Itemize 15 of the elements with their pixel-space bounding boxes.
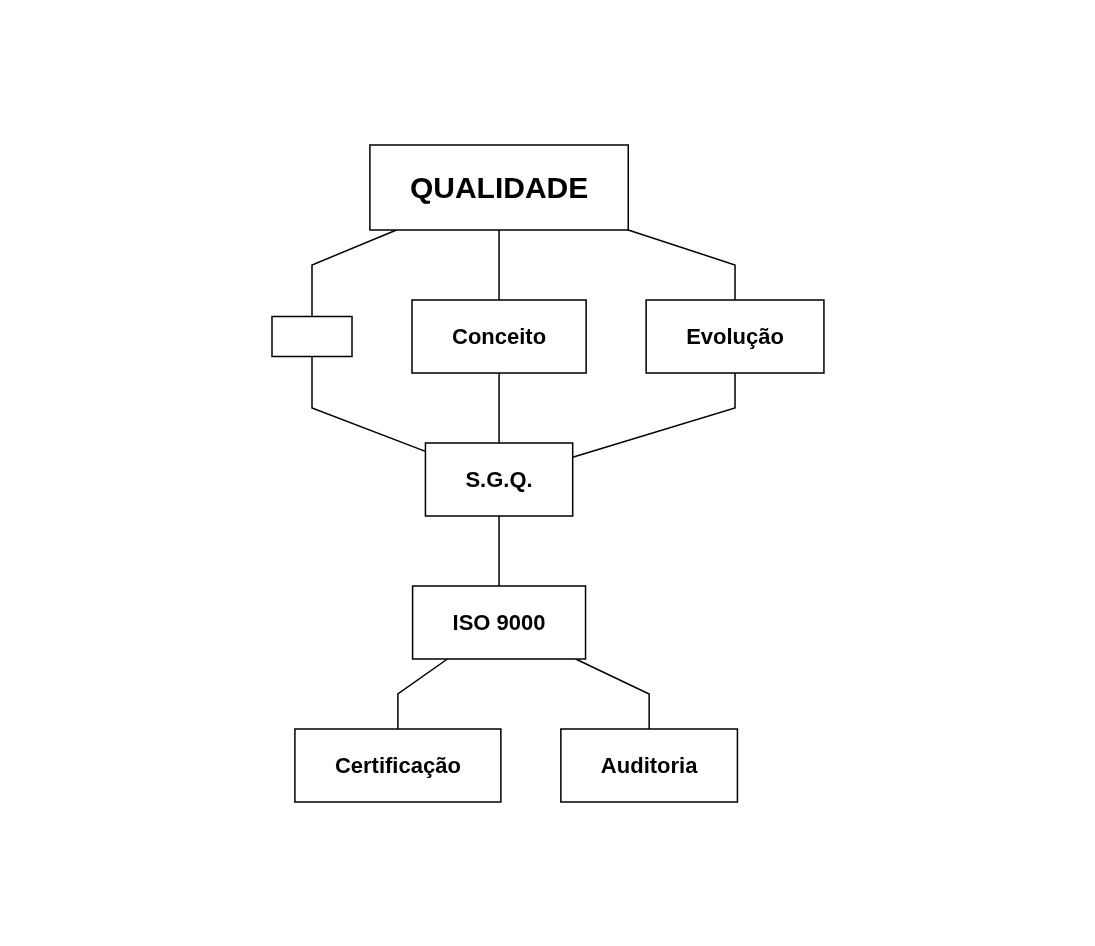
node-box: Certificação [293, 727, 502, 803]
node-box: Auditoria [559, 727, 738, 803]
node-box: Conceito [410, 298, 587, 374]
node-box [270, 315, 353, 357]
connector [574, 657, 650, 730]
node-box: ISO 9000 [411, 584, 586, 660]
connector [310, 228, 397, 317]
connector [396, 657, 448, 730]
connector [627, 228, 736, 301]
connector [497, 228, 500, 301]
node-box: QUALIDADE [368, 143, 629, 231]
connector [497, 514, 500, 587]
connector [497, 371, 500, 444]
node-box: S.G.Q. [424, 441, 573, 517]
node-box: Evolução [644, 298, 825, 374]
